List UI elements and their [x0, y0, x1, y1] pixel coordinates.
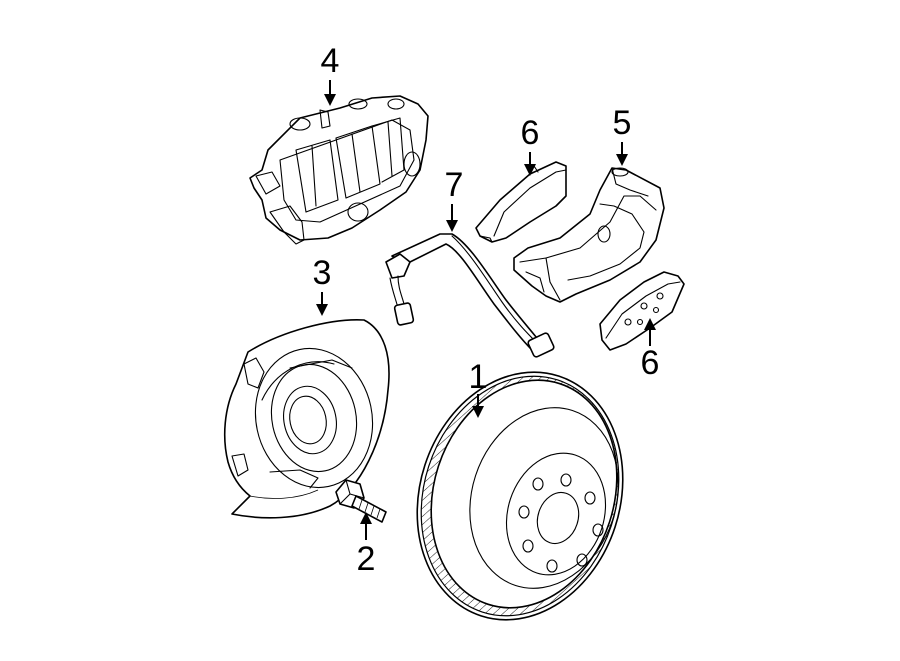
bolt-drawing — [335, 479, 387, 523]
brake-hose-drawing — [385, 233, 555, 358]
lower-brake-pad-drawing — [599, 271, 685, 351]
upper-brake-pad-drawing — [475, 161, 567, 243]
caliper-bracket-drawing — [513, 167, 665, 303]
callout-4-label: 4 — [321, 42, 340, 80]
callout-3-label: 3 — [313, 254, 332, 292]
callout-1-label: 1 — [469, 358, 488, 396]
callout-2: 2 — [357, 512, 376, 578]
callout-1: 1 — [469, 358, 488, 418]
caliper-drawing — [249, 95, 429, 245]
callout-5: 5 — [613, 104, 632, 166]
callout-6-lower: 6 — [641, 318, 660, 382]
callout-6-lower-label: 6 — [641, 344, 660, 382]
callout-2-label: 2 — [357, 540, 376, 578]
callout-7: 7 — [445, 166, 464, 232]
callout-7-label: 7 — [445, 166, 464, 204]
callout-3: 3 — [313, 254, 332, 316]
splash-shield-drawing — [223, 319, 390, 519]
callout-5-label: 5 — [613, 104, 632, 142]
callout-6-upper-label: 6 — [521, 114, 540, 152]
callout-6-upper: 6 — [521, 114, 540, 176]
rotor-drawing — [416, 371, 624, 621]
callout-4: 4 — [321, 42, 340, 106]
